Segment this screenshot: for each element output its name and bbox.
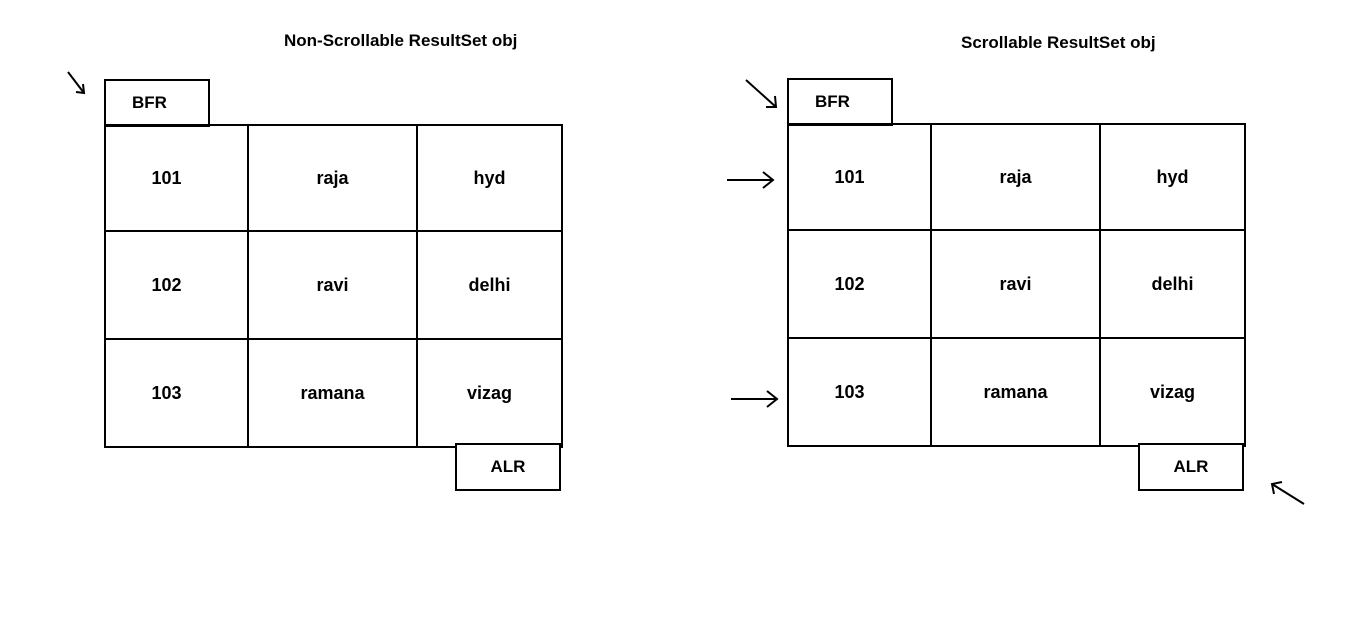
table-cell: 103 [787, 337, 932, 447]
table-cell: delhi [1099, 229, 1246, 339]
left-bfr-pointer-arrow-icon [67, 71, 86, 95]
table-cell: 101 [104, 124, 249, 232]
right-row-101-pointer-arrow-icon [727, 171, 775, 189]
left-alr-label: ALR [490, 457, 526, 476]
right-bfr-pointer-arrow-icon [745, 79, 778, 108]
table-row: 102 ravi delhi [104, 230, 563, 340]
table-cell: vizag [1099, 337, 1246, 447]
left-bfr-box: BFR [104, 79, 210, 127]
table-cell: 101 [787, 123, 932, 231]
left-panel-title: Non-Scrollable ResultSet obj [284, 31, 518, 50]
table-cell: ramana [247, 338, 418, 448]
table-cell: 102 [104, 230, 249, 340]
right-alr-pointer-arrow-icon [1270, 481, 1305, 505]
table-row: 103 ramana vizag [104, 338, 563, 448]
left-bfr-label: BFR [132, 93, 167, 112]
table-cell: 102 [787, 229, 932, 339]
table-cell: ramana [930, 337, 1101, 447]
right-panel-title: Scrollable ResultSet obj [961, 33, 1156, 52]
table-row: 101 raja hyd [104, 124, 563, 232]
table-row: 101 raja hyd [787, 123, 1246, 231]
table-cell: 103 [104, 338, 249, 448]
table-cell: hyd [416, 124, 563, 232]
table-cell: ravi [247, 230, 418, 340]
table-cell: vizag [416, 338, 563, 448]
table-row: 103 ramana vizag [787, 337, 1246, 447]
right-resultset-table: 101 raja hyd 102 ravi delhi 103 ramana v… [787, 123, 1246, 447]
right-alr-label: ALR [1173, 457, 1209, 476]
right-bfr-box: BFR [787, 78, 893, 126]
left-resultset-table: 101 raja hyd 102 ravi delhi 103 ramana v… [104, 124, 563, 448]
right-row-103-pointer-arrow-icon [731, 390, 779, 408]
table-cell: raja [930, 123, 1101, 231]
table-cell: raja [247, 124, 418, 232]
table-cell: hyd [1099, 123, 1246, 231]
right-bfr-label: BFR [815, 92, 850, 111]
table-cell: delhi [416, 230, 563, 340]
left-alr-box: ALR [455, 443, 561, 491]
table-row: 102 ravi delhi [787, 229, 1246, 339]
right-alr-box: ALR [1138, 443, 1244, 491]
table-cell: ravi [930, 229, 1101, 339]
